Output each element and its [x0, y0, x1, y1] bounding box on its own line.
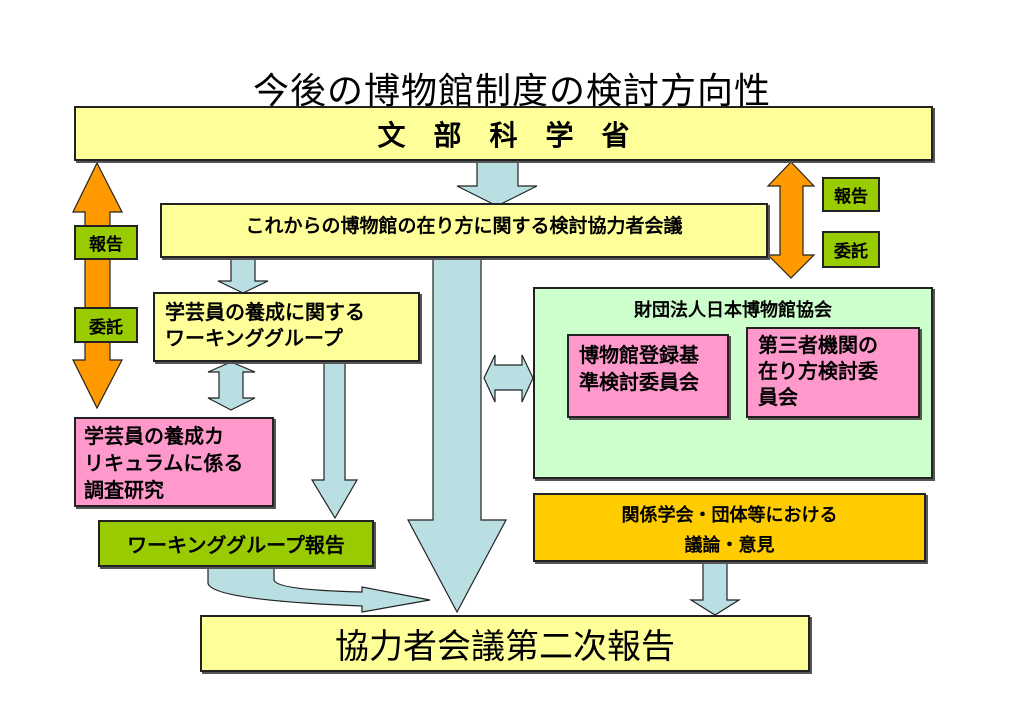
diagram-title: 今後の博物館制度の検討方向性	[252, 71, 771, 112]
committee-label: これからの博物館の在り方に関する検討協力者会議	[245, 215, 683, 237]
wg-report-box: ワーキンググループ報告	[98, 520, 374, 567]
second-report-box: 協力者会議第二次報告	[200, 615, 810, 672]
working-group-line-2: ワーキンググループ	[165, 326, 343, 350]
third-party-line-2: 在り方検討委	[758, 359, 878, 383]
arrow-jam-double	[483, 354, 534, 403]
registration-line-1: 博物館登録基	[579, 343, 699, 367]
jam-label: 財団法人日本博物館協会	[634, 300, 832, 321]
right-commission-tag: 委託	[822, 231, 880, 268]
arrow-societies-to-second-report	[688, 561, 742, 616]
left-commission-tag: 委託	[74, 307, 138, 343]
arrow-wg-to-report	[310, 361, 359, 520]
second-report-label: 協力者会議第二次報告	[335, 627, 675, 667]
working-group-line-1: 学芸員の養成に関する	[165, 300, 365, 324]
societies-box: 関係学会・団体等における 議論・意見	[533, 493, 926, 562]
arrow-wg-curriculum	[207, 361, 256, 411]
left-commission-tag-label: 委託	[89, 317, 123, 338]
registration-line-2: 準検討委員会	[579, 370, 699, 394]
third-party-line-1: 第三者機関の	[758, 333, 878, 357]
working-group-box: 学芸員の養成に関する ワーキンググループ	[153, 292, 420, 362]
third-party-committee-box: 第三者機関の 在り方検討委 員会	[746, 327, 920, 418]
wg-report-label: ワーキンググループ報告	[127, 533, 345, 557]
arrow-left-report-commission	[72, 161, 123, 410]
arrow-wg-report-curved	[207, 566, 431, 613]
curriculum-line-1: 学芸員の養成カ	[84, 424, 224, 448]
registration-committee-box: 博物館登録基 準検討委員会	[567, 334, 729, 418]
curriculum-line-2: リキュラムに係る	[84, 451, 244, 475]
societies-line-2: 議論・意見	[684, 535, 775, 556]
societies-line-1: 関係学会・団体等における	[621, 505, 838, 526]
arrow-ministry-to-committee	[456, 160, 538, 207]
right-report-tag: 報告	[822, 177, 880, 212]
arrow-right-report-commission	[766, 161, 816, 279]
right-report-tag-label: 報告	[834, 187, 868, 207]
left-report-tag-label: 報告	[89, 235, 123, 255]
left-report-tag: 報告	[74, 225, 138, 260]
third-party-line-3: 員会	[758, 385, 798, 409]
committee-box: これからの博物館の在り方に関する検討協力者会議	[160, 203, 768, 258]
ministry-box: 文 部 科 学 省	[74, 106, 933, 161]
curriculum-line-3: 調査研究	[84, 478, 164, 502]
curriculum-research-box: 学芸員の養成カ リキュラムに係る 調査研究	[74, 417, 274, 507]
arrow-committee-to-wg	[217, 257, 269, 294]
arrow-committee-to-second-report	[407, 257, 507, 614]
right-commission-tag-label: 委託	[834, 242, 868, 262]
ministry-label: 文 部 科 学 省	[377, 118, 630, 152]
